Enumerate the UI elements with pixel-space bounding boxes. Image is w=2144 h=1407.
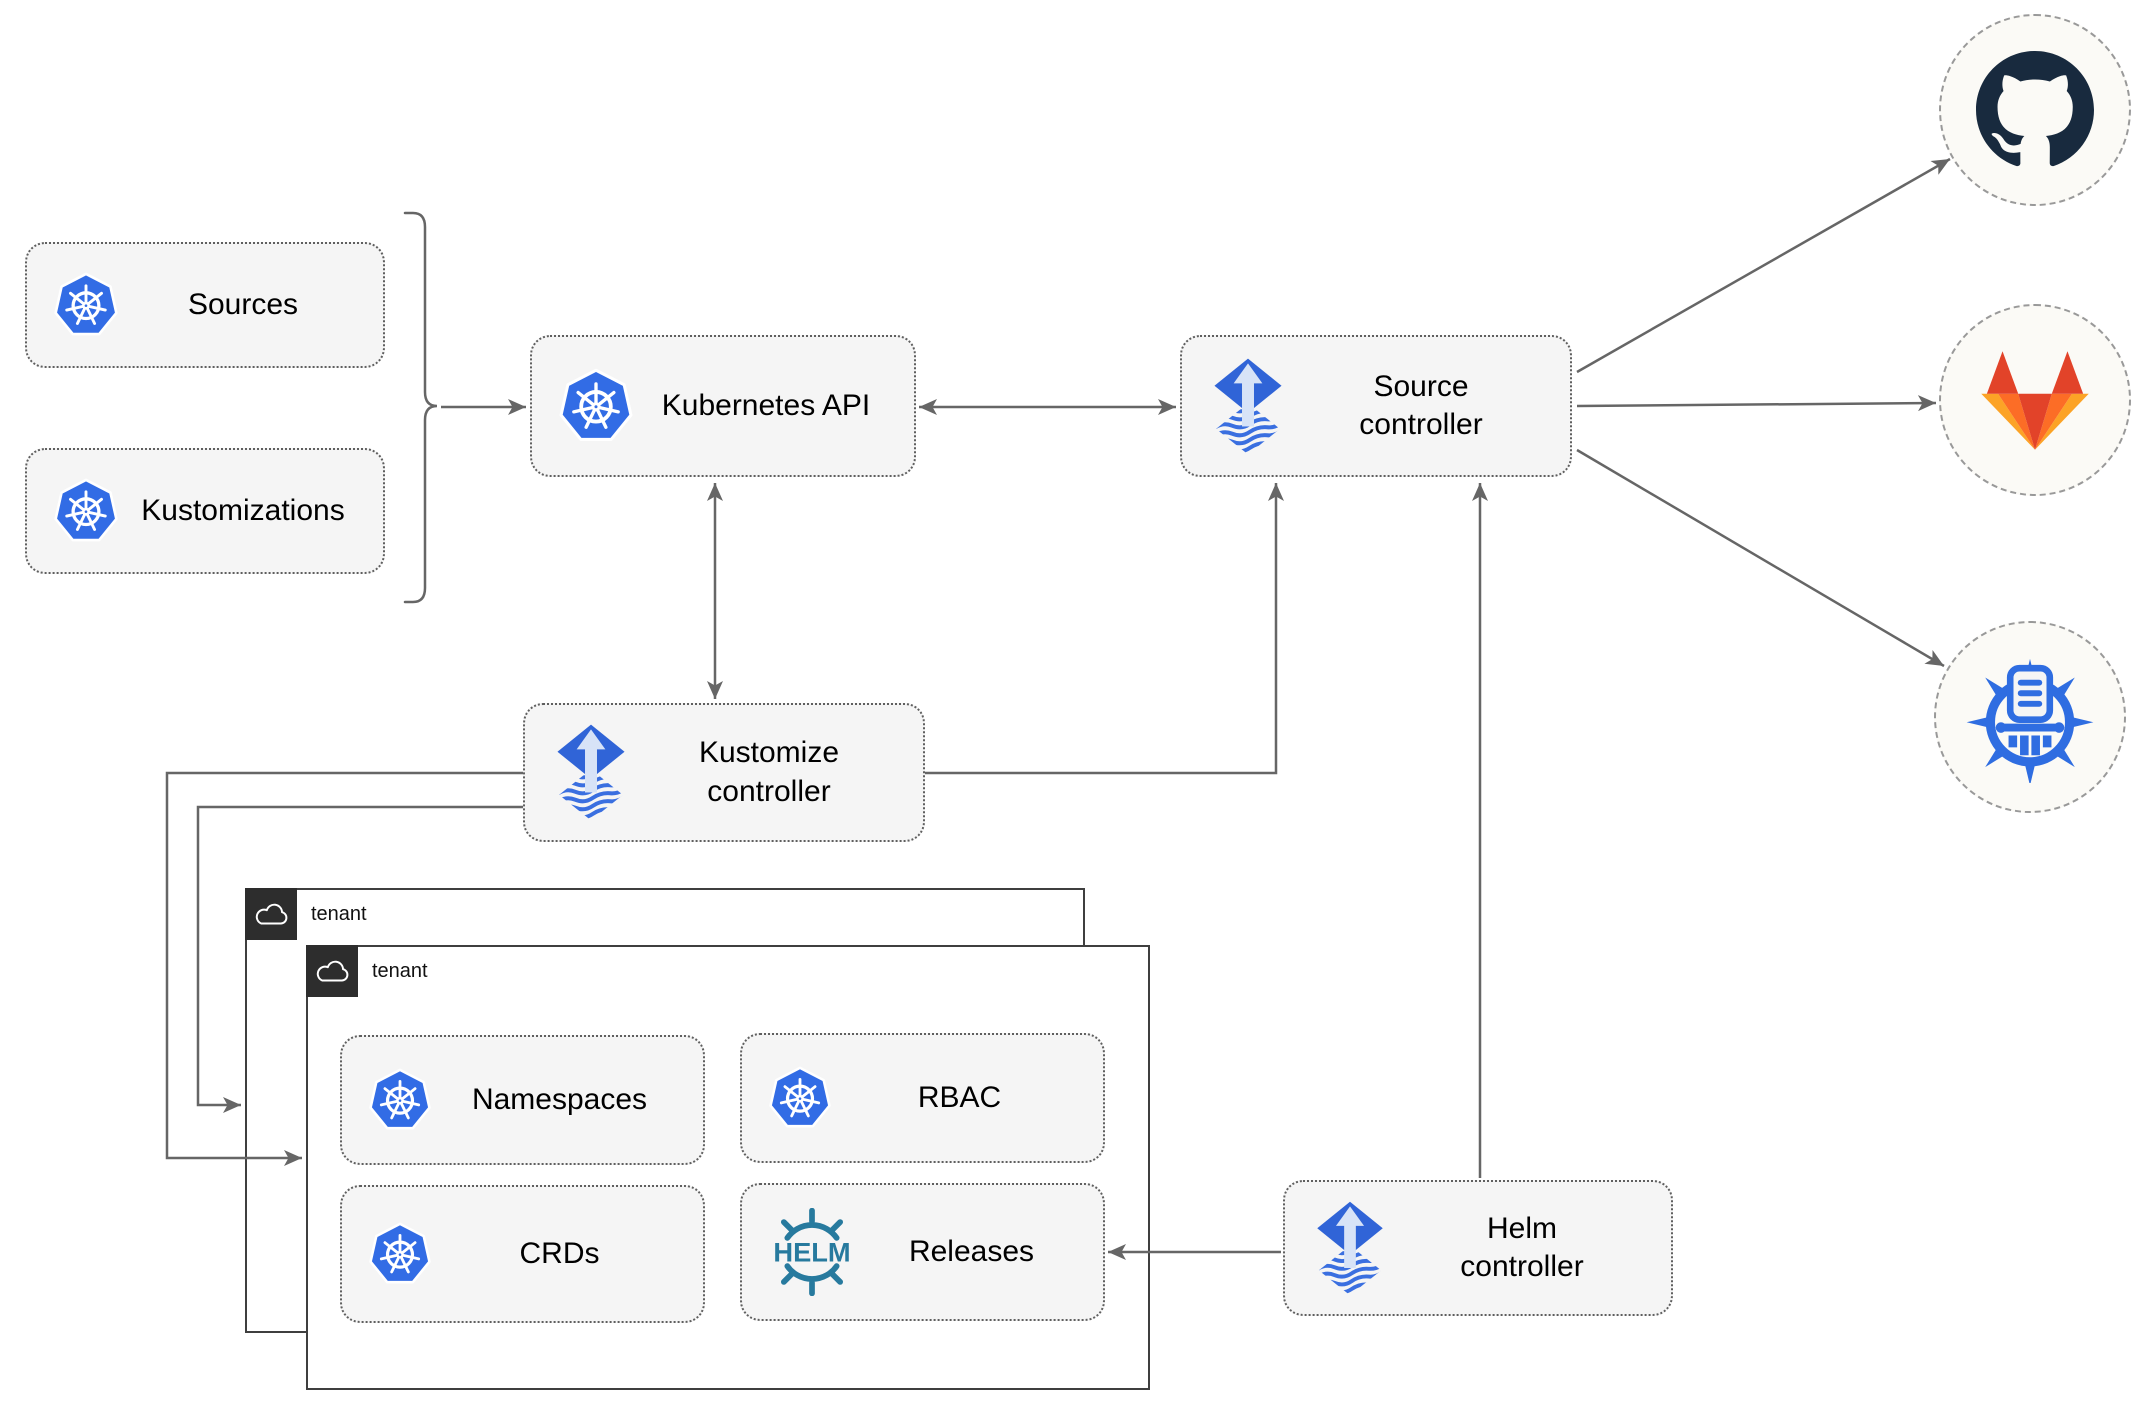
node-sources: Sources — [25, 242, 385, 368]
flux-icon — [551, 723, 631, 822]
gitlab-icon — [1979, 349, 2091, 452]
edge-source-to-github — [1576, 157, 1951, 374]
kubernetes-icon — [53, 478, 119, 544]
node-releases: HELM Releases — [740, 1183, 1105, 1321]
external-github — [1939, 14, 2131, 206]
edge-brace-group — [403, 211, 438, 604]
edge-kustomize-to-source — [925, 483, 1284, 775]
node-helm-controller-label: Helm controller — [1460, 1211, 1584, 1283]
kubernetes-icon — [768, 1066, 832, 1130]
tenant-box-inner: tenant — [306, 945, 1150, 1390]
tenant-outer-label: tenant — [311, 903, 367, 925]
cloud-icon — [314, 959, 350, 984]
kubernetes-icon — [558, 368, 634, 444]
node-crds-label: CRDs — [519, 1236, 600, 1270]
tenant-inner-tag — [306, 945, 358, 997]
external-chart-museum — [1934, 621, 2126, 813]
flux-icon — [1311, 1200, 1389, 1297]
node-kustomizations-label: Kustomizations — [141, 493, 345, 527]
kubernetes-icon — [368, 1222, 432, 1286]
github-icon — [1976, 51, 2094, 169]
edge-source-to-chart-museum — [1576, 448, 1945, 668]
node-namespaces: Namespaces — [340, 1035, 705, 1165]
helm-logo-text: HELM — [773, 1237, 850, 1268]
node-sources-label: Sources — [187, 287, 299, 321]
node-namespaces-label: Namespaces — [471, 1082, 648, 1116]
node-rbac-label: RBAC — [917, 1080, 1002, 1114]
flux-icon — [1208, 357, 1288, 456]
node-source-controller: Source controller — [1180, 335, 1572, 477]
chart-museum-icon — [1964, 651, 2096, 783]
node-kustomizations: Kustomizations — [25, 448, 385, 574]
node-kustomize-controller: Kustomize controller — [523, 703, 925, 842]
tenant-inner-label: tenant — [372, 960, 428, 982]
node-kubernetes-api: Kubernetes API — [530, 335, 916, 477]
node-rbac: RBAC — [740, 1033, 1105, 1163]
node-kustomize-controller-label: Kustomize controller — [698, 736, 840, 808]
tenant-outer-tag — [245, 888, 297, 940]
helm-logo-icon: HELM — [768, 1208, 856, 1296]
node-kubernetes-api-label: Kubernetes API — [661, 388, 871, 422]
edge-source-to-gitlab — [1576, 395, 1937, 412]
kubernetes-icon — [53, 272, 119, 338]
external-gitlab — [1939, 304, 2131, 496]
kubernetes-icon — [368, 1068, 432, 1132]
node-crds: CRDs — [340, 1185, 705, 1323]
cloud-icon — [253, 902, 289, 927]
node-source-controller-label: Source controller — [1359, 369, 1483, 441]
node-releases-label: Releases — [908, 1234, 1035, 1268]
node-helm-controller: Helm controller — [1283, 1180, 1673, 1316]
